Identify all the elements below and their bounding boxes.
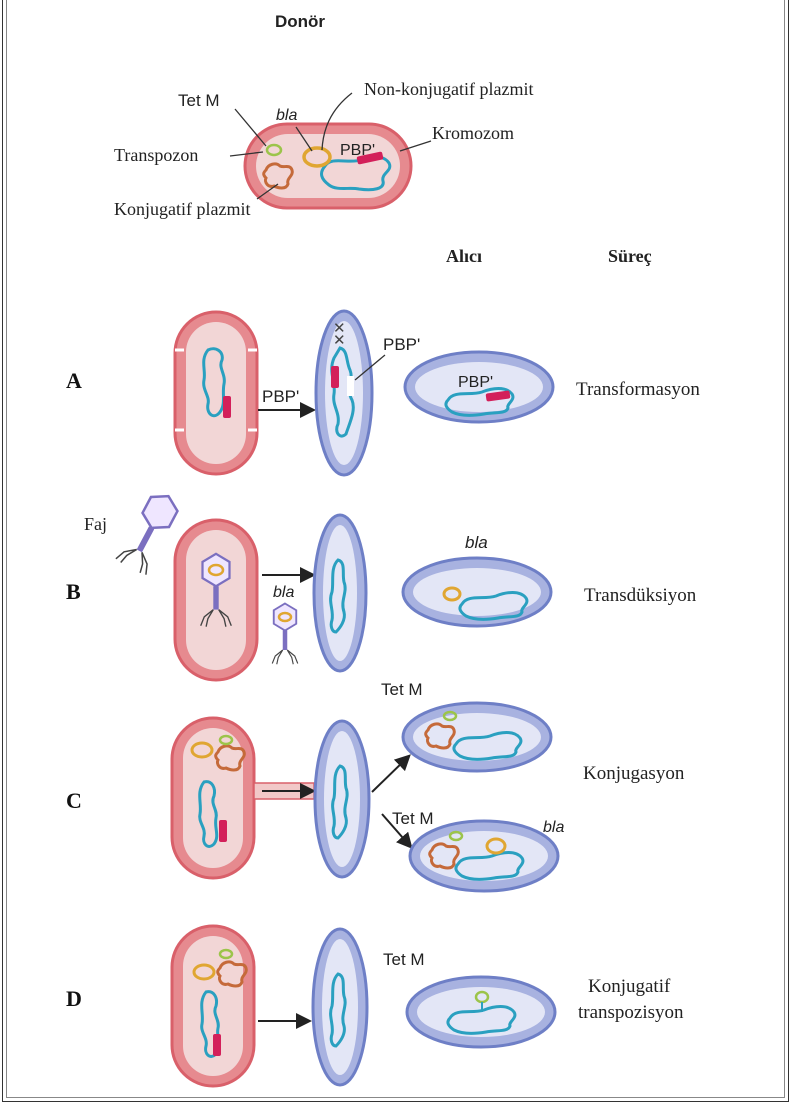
row-d-letter: D	[66, 986, 82, 1011]
recipient-title: Alıcı	[446, 246, 482, 266]
svg-text:✕: ✕	[333, 320, 346, 337]
row-c-tet-bottom: Tet M	[392, 809, 434, 828]
row-b: B Faj bla	[66, 488, 697, 680]
row-b-phage-label: Faj	[84, 514, 107, 534]
donor-title: Donör	[275, 12, 325, 31]
row-c-process: Konjugasyon	[583, 763, 685, 784]
label-pbp-donor: PBP'	[340, 142, 375, 159]
row-c: C Tet M	[66, 680, 685, 891]
row-b-process: Transdüksiyon	[584, 585, 697, 606]
label-non-conjugative-plasmid: Non-konjugatif plazmit	[364, 79, 533, 99]
label-tet-m: Tet M	[178, 91, 220, 110]
row-d-tet: Tet M	[383, 950, 425, 969]
row-a-process: Transformasyon	[576, 379, 700, 400]
row-c-tet-top: Tet M	[381, 680, 423, 699]
row-c-bla: bla	[543, 819, 564, 836]
label-conjugative-plasmid: Konjugatif plazmit	[114, 199, 250, 219]
row-d: D Tet M Konjugatif transpozisyon	[66, 926, 684, 1086]
row-a-pbp-recipient: PBP'	[458, 374, 493, 391]
row-b-letter: B	[66, 579, 81, 604]
row-c-letter: C	[66, 788, 82, 813]
row-a-letter: A	[66, 368, 82, 393]
label-bla: bla	[276, 107, 297, 124]
label-chromosome: Kromozom	[432, 123, 514, 143]
row-a-pbp-arrow: PBP'	[262, 387, 299, 406]
row-a-pbp-top: PBP'	[383, 335, 420, 354]
row-b-bla-arrow: bla	[273, 584, 294, 601]
row-b-bla-recipient: bla	[465, 533, 488, 552]
process-title: Süreç	[608, 246, 652, 266]
label-transposon: Transpozon	[114, 145, 198, 165]
phage-icon	[115, 488, 183, 575]
donor-cell	[245, 124, 411, 208]
row-d-process-line2: transpozisyon	[578, 1002, 684, 1023]
row-a: A PBP' ✕ ✕ PBP'	[66, 311, 700, 475]
row-d-process-line1: Konjugatif	[588, 976, 671, 997]
